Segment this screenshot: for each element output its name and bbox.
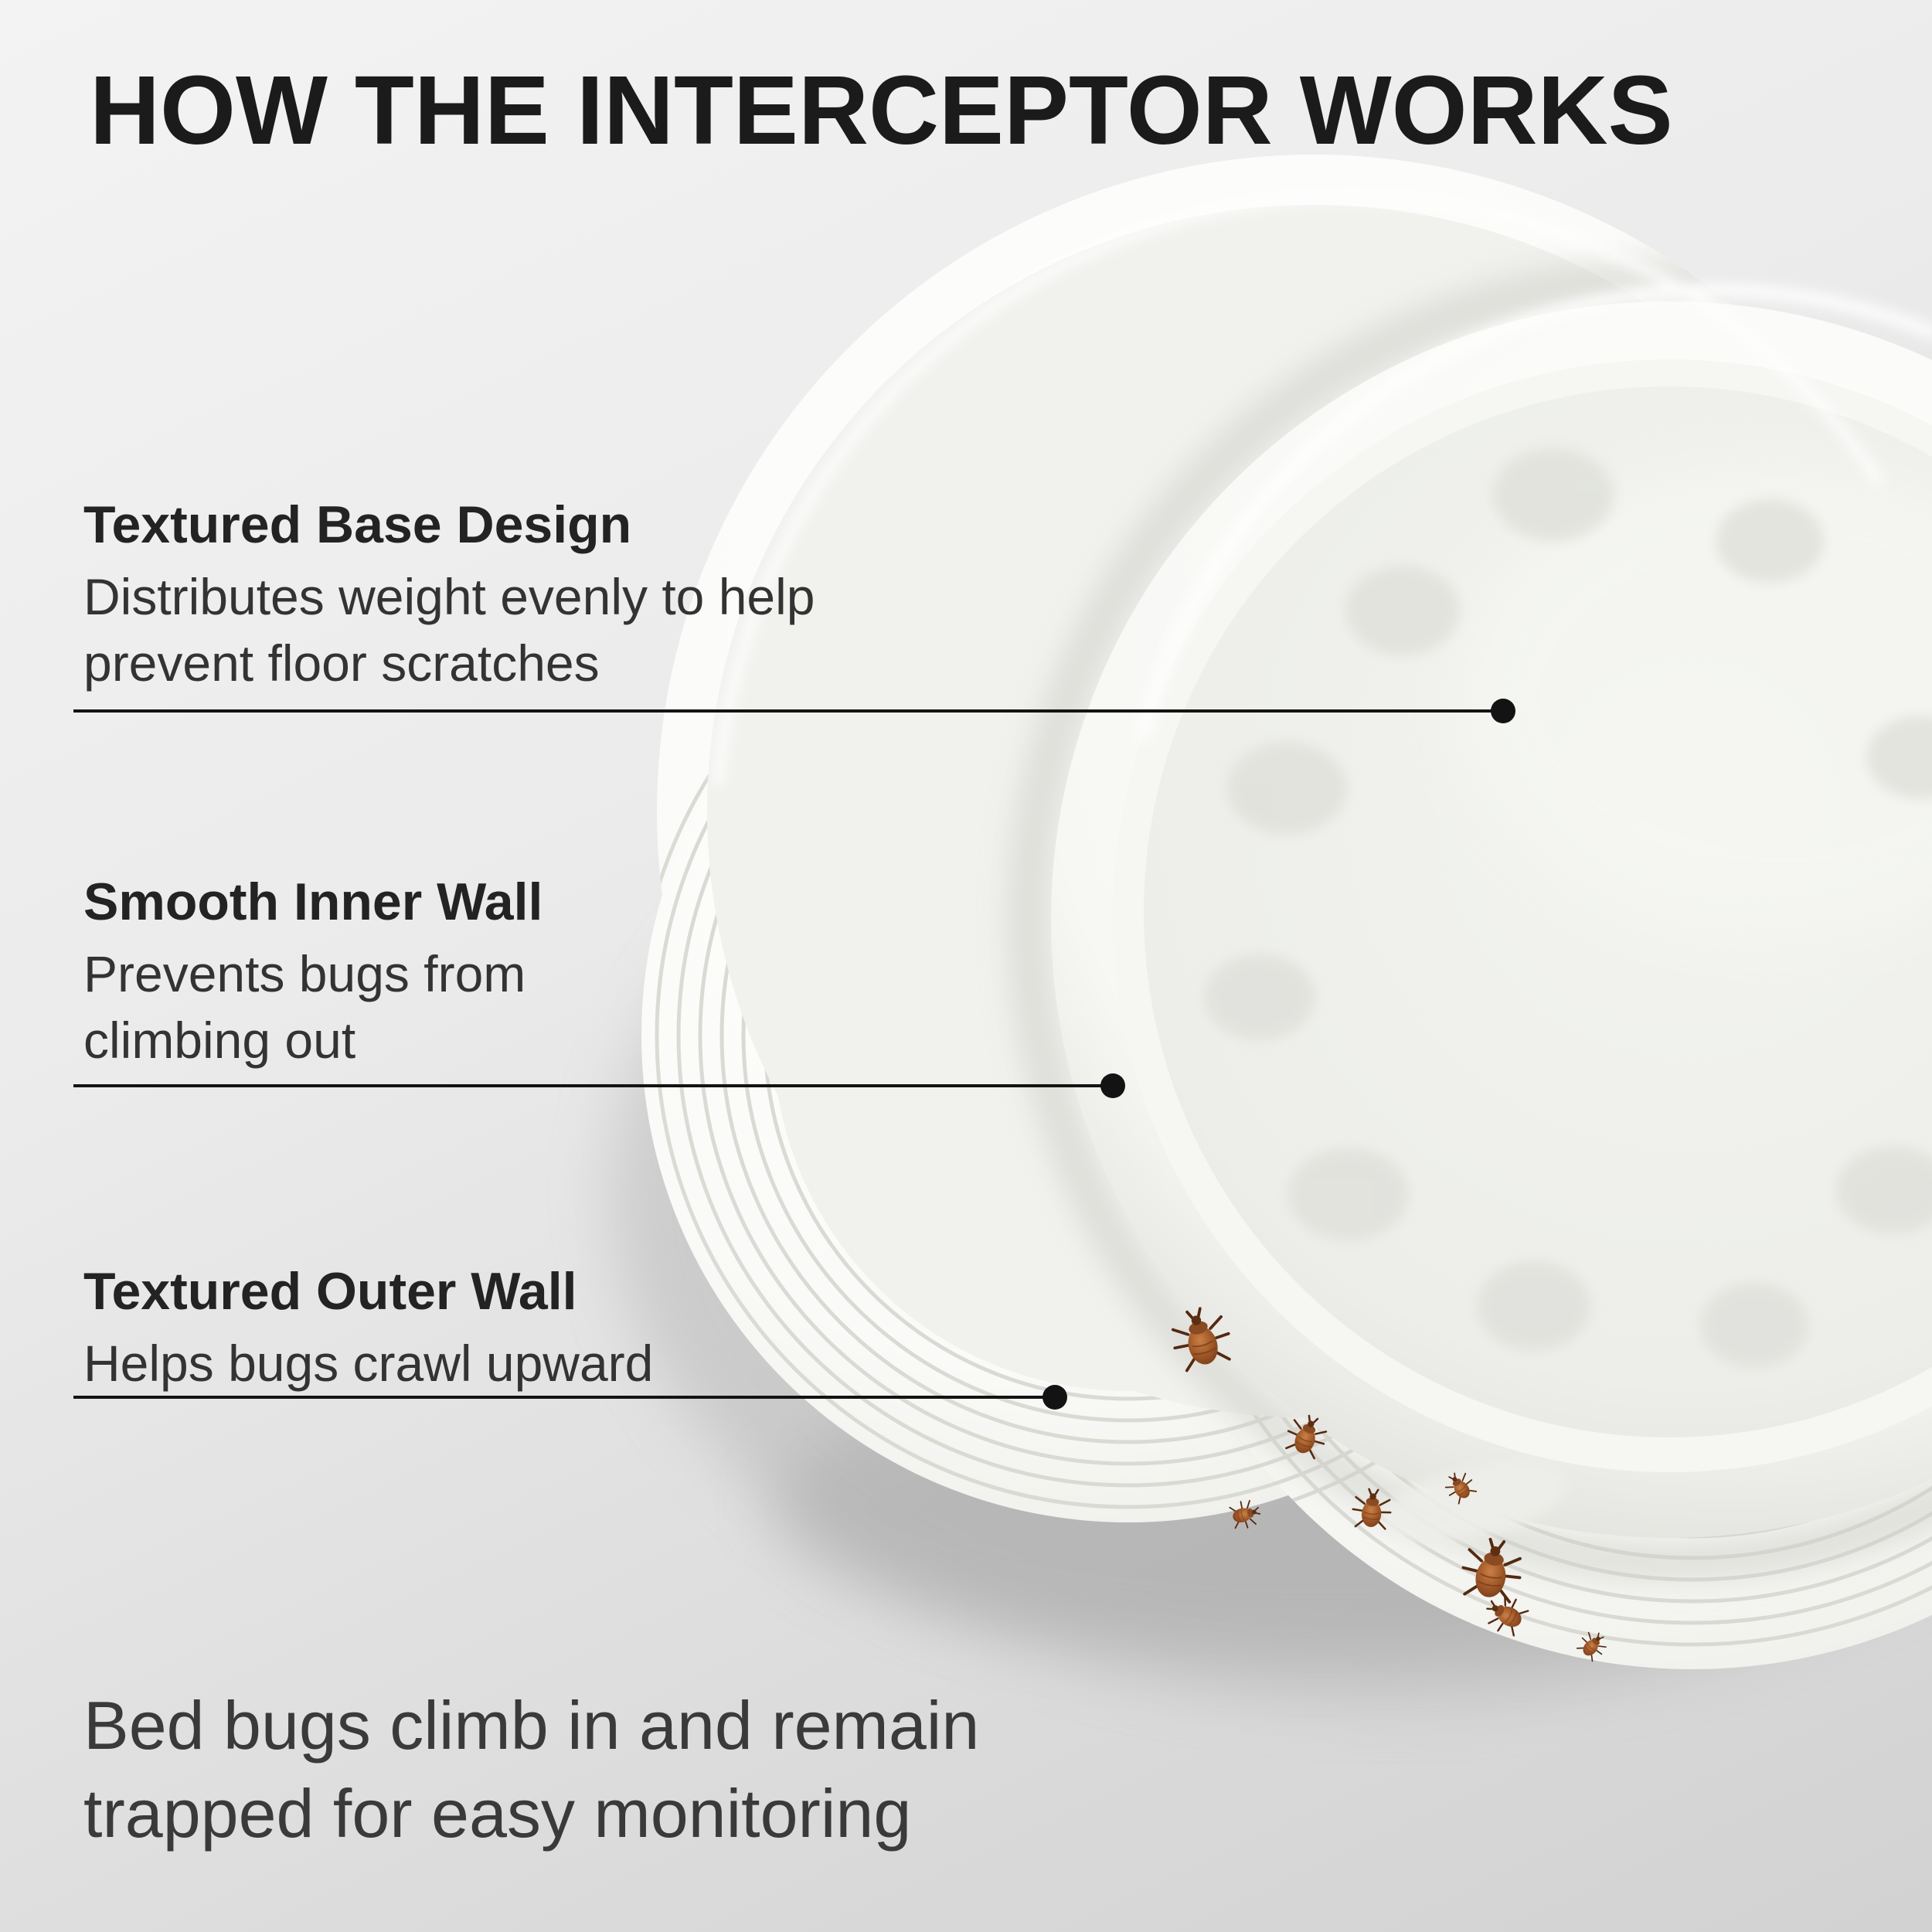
callout-dot — [1043, 1385, 1067, 1410]
page-title: HOW THE INTERCEPTOR WORKS — [90, 56, 1673, 165]
callout-heading: Textured Base Design — [83, 495, 632, 554]
base-dimples — [1204, 448, 1932, 1368]
rim-highlights — [713, 191, 1932, 786]
callout-textured-outer-wall: Textured Outer Wall Helps bugs crawl upw… — [83, 1261, 653, 1397]
callout-heading: Smooth Inner Wall — [83, 872, 543, 931]
inner-wall-notch — [1377, 1463, 1567, 1543]
callout-dot — [1491, 699, 1515, 723]
callout-text-line: Helps bugs crawl upward — [83, 1335, 654, 1393]
callout-dot — [1100, 1073, 1125, 1098]
callout-leader-line — [73, 1385, 1067, 1410]
callout-text-line: Distributes weight evenly to help — [83, 568, 815, 626]
footer-text-line: Bed bugs climb in and remain — [83, 1687, 980, 1764]
callout-leader-line — [73, 699, 1515, 723]
callout-leader-line — [73, 1073, 1125, 1098]
callout-heading: Textured Outer Wall — [83, 1262, 577, 1321]
callout-smooth-inner-wall: Smooth Inner Wall Prevents bugs from cli… — [83, 872, 543, 1074]
callout-text-line: Prevents bugs from — [83, 945, 526, 1003]
footer-caption: Bed bugs climb in and remain trapped for… — [83, 1682, 979, 1859]
callout-text-line: climbing out — [83, 1011, 356, 1069]
callout-text-line: prevent floor scratches — [83, 634, 600, 692]
floor-sheen — [1461, 464, 1932, 927]
callout-textured-base: Textured Base Design Distributes weight … — [83, 495, 815, 697]
footer-text-line: trapped for easy monitoring — [83, 1775, 912, 1852]
